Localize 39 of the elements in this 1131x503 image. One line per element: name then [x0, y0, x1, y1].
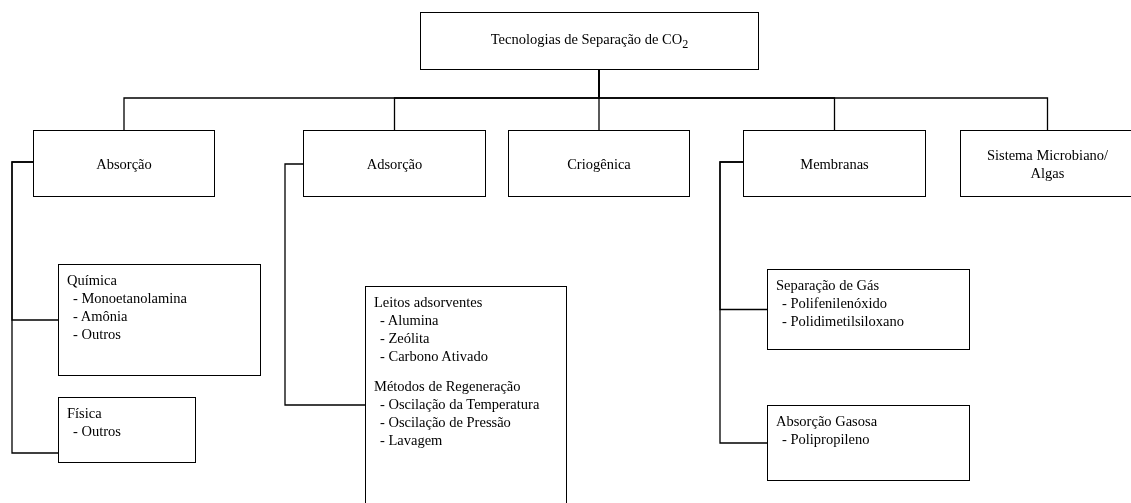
- list-item: - Amônia: [72, 307, 129, 325]
- category-box: [33, 130, 215, 197]
- list-item: - Alumina: [379, 311, 440, 329]
- category-label: Absorção: [96, 154, 152, 173]
- list-item: - Oscilação de Pressão: [379, 413, 512, 431]
- category-label: Criogênica: [567, 154, 631, 173]
- connector-line: [11, 161, 59, 454]
- category-box: [743, 130, 926, 197]
- list-heading: Separação de Gás: [776, 276, 881, 294]
- list-heading: Física: [67, 404, 103, 422]
- category-box: [303, 130, 486, 197]
- list-box: [767, 405, 970, 481]
- list-item: - Polifenilenóxido: [781, 294, 889, 312]
- root-label: Tecnologias de Separação de CO$_{2}$: [490, 29, 689, 53]
- list-box: [767, 269, 970, 350]
- list-heading: Leitos adsorventes: [374, 293, 484, 311]
- list-heading: Química: [67, 271, 118, 289]
- connector-line: [719, 161, 768, 444]
- category-label: Membranas: [800, 154, 869, 173]
- list-item: - Monoetanolamina: [72, 289, 188, 307]
- list-heading: Absorção Gasosa: [776, 412, 879, 430]
- list-item: - Lavagem: [379, 431, 444, 449]
- list-item: - Polipropileno: [781, 430, 871, 448]
- category-box: [960, 130, 1131, 197]
- list-heading: Métodos de Regeneração: [374, 377, 522, 395]
- list-item: - Zeólita: [379, 329, 431, 347]
- list-item: - Oscilação da Temperatura: [379, 395, 541, 413]
- list-box: [58, 264, 261, 376]
- connector-line: [284, 163, 366, 406]
- list-item: - Polidimetilsiloxano: [781, 312, 906, 330]
- list-item: - Outros: [72, 325, 122, 343]
- category-box: [508, 130, 690, 197]
- list-box: [365, 286, 567, 503]
- root-box: [420, 12, 759, 70]
- list-box: [58, 397, 196, 463]
- list-item: - Carbono Ativado: [379, 347, 489, 365]
- category-label: Sistema Microbiano/ Algas: [985, 145, 1110, 182]
- list-item: - Outros: [72, 422, 122, 440]
- category-label: Adsorção: [366, 154, 423, 173]
